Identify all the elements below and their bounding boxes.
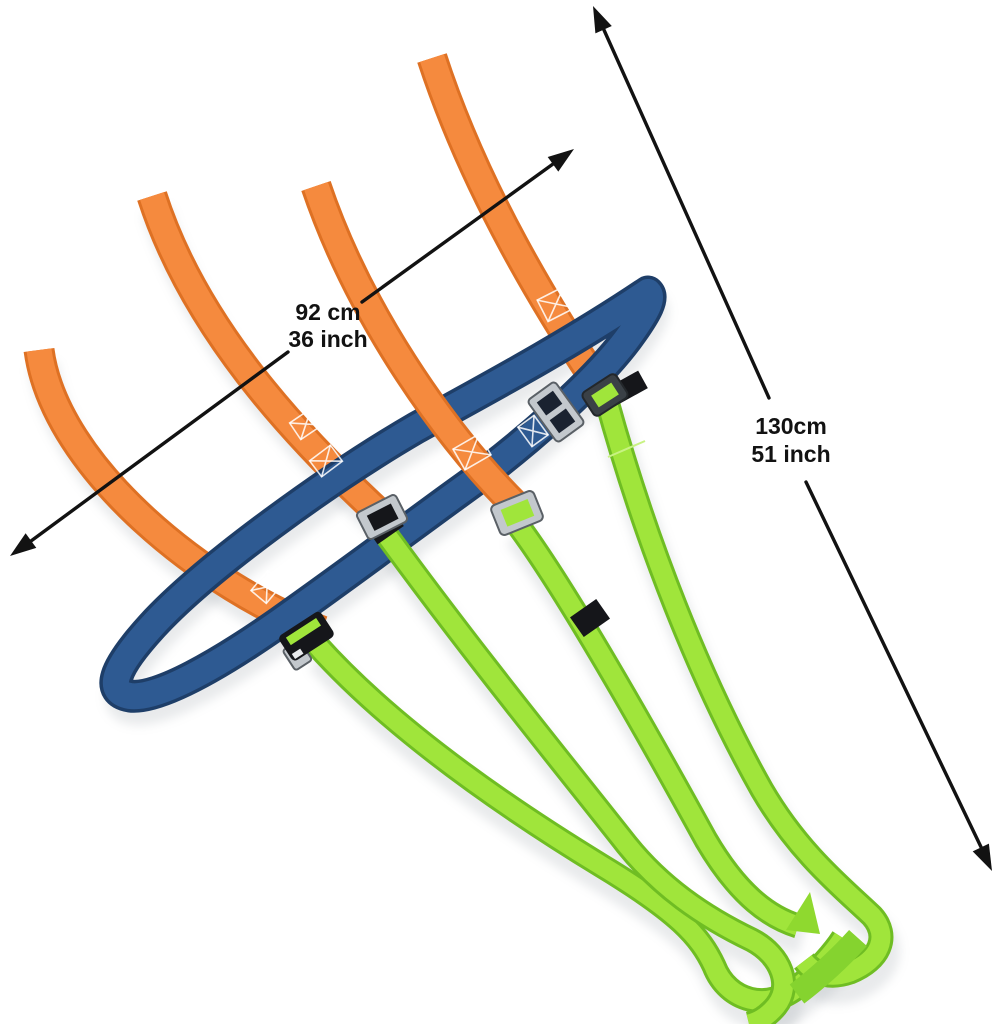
green-seam: [607, 440, 646, 458]
stitch-marks: [249, 285, 576, 605]
dimension-labels: 92 cm 36 inch 130cm 51 inch: [288, 299, 830, 467]
arrowhead-up-icon: [593, 6, 612, 34]
buckles: [279, 370, 648, 671]
buckle-4-dark-slider: [581, 373, 629, 417]
green-keeper-band: [570, 598, 610, 638]
navy-ladder-lock-buckle: [527, 381, 585, 443]
buckle-2-triglide: [355, 494, 409, 540]
length-label-imperial: 51 inch: [751, 441, 830, 467]
arrowhead-down-left-icon: [10, 533, 37, 556]
arrowhead-up-right-icon: [547, 149, 574, 172]
buckle-1-black-frame: [279, 611, 334, 671]
width-arrow: [10, 149, 574, 556]
width-label-metric: 92 cm: [295, 299, 360, 325]
green-straps: [316, 398, 881, 1024]
width-label-imperial: 36 inch: [288, 326, 367, 352]
arrowhead-down-right-icon: [972, 843, 992, 871]
length-label-metric: 130cm: [755, 413, 827, 439]
length-arrow: [593, 6, 992, 871]
buckle-3-triglide: [490, 490, 544, 536]
green-fold: [786, 892, 820, 934]
